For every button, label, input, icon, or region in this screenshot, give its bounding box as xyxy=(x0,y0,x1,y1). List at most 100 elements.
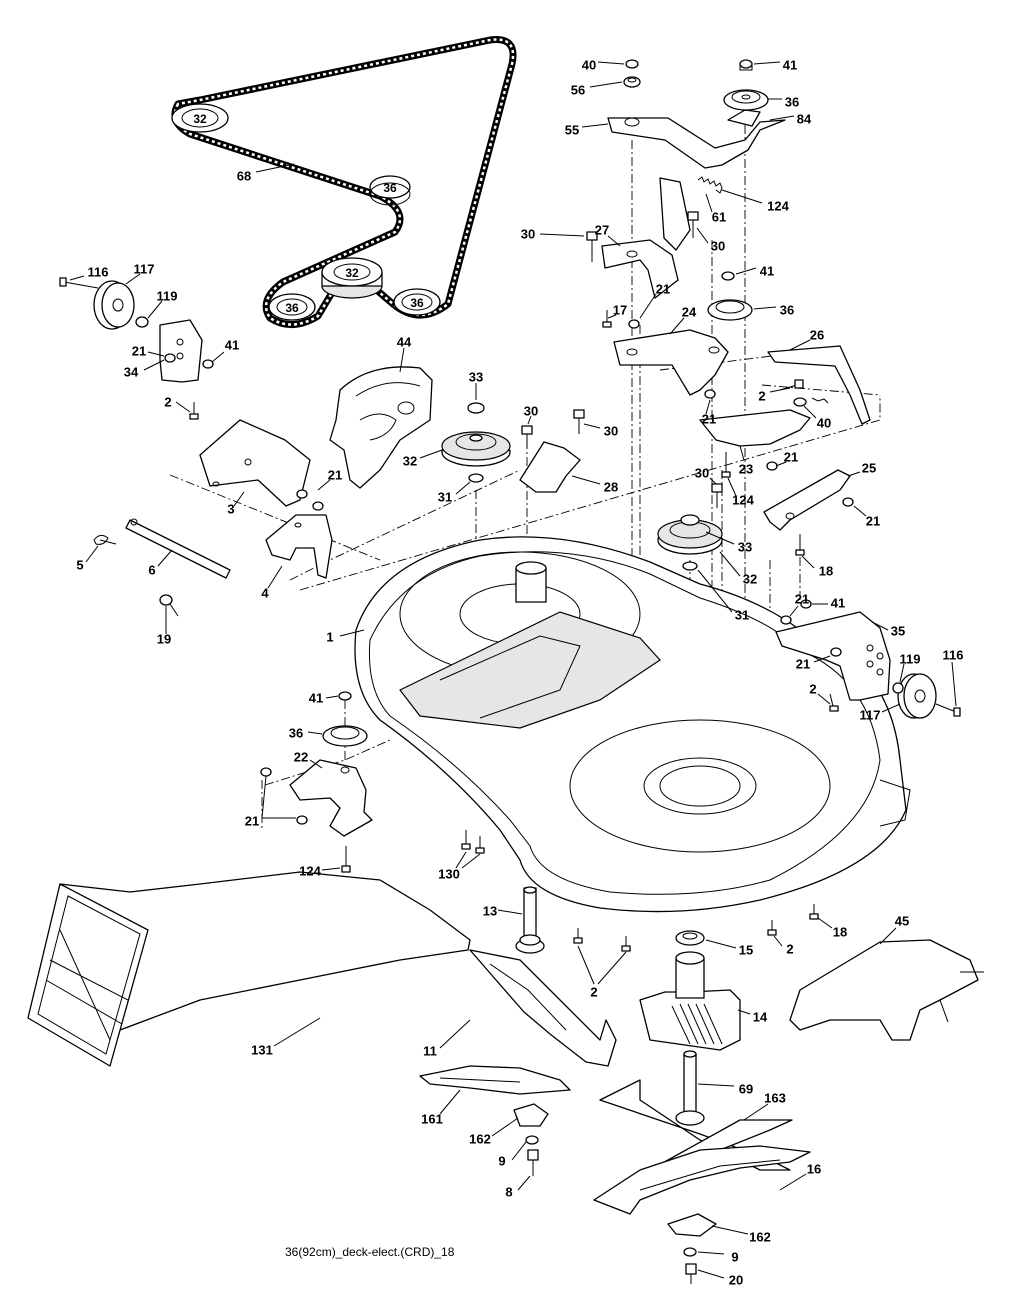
callout-leader xyxy=(321,867,341,871)
bolt-2-left xyxy=(189,402,199,420)
spring-61 xyxy=(659,176,723,251)
part-number-117b: 117 xyxy=(860,707,881,722)
nut-41-left xyxy=(202,359,214,369)
callout-leader xyxy=(697,1251,725,1255)
nut-33-left xyxy=(467,402,485,414)
part-number-20: 20 xyxy=(729,1272,743,1287)
part-number-119b: 119 xyxy=(900,651,921,666)
callout-leader xyxy=(639,293,657,319)
nuts-21-bracket4 xyxy=(296,489,324,511)
bolt-116-left xyxy=(59,277,99,289)
callout-leader xyxy=(899,663,905,683)
part-number-21g: 21 xyxy=(795,591,809,606)
pulley-label: 36 xyxy=(410,296,424,310)
callout-leader xyxy=(669,317,685,335)
pulley-33-32-right xyxy=(657,514,723,555)
nut-41-top xyxy=(739,59,753,71)
nut-40-top xyxy=(625,59,639,69)
nut-21-arm xyxy=(842,497,854,507)
part-number-84: 84 xyxy=(797,111,812,126)
callout-leader xyxy=(705,193,713,213)
part-number-41c: 41 xyxy=(225,337,239,352)
bolt-30-left-b xyxy=(573,409,585,434)
pulley-label: 36 xyxy=(285,301,299,315)
bolt-30-a xyxy=(586,231,598,262)
callout-leader xyxy=(727,477,737,497)
callout-leader xyxy=(85,545,99,563)
callout-leader xyxy=(597,61,625,65)
callout-leader xyxy=(267,565,283,589)
washer-31-right xyxy=(682,561,698,571)
arm-25 xyxy=(763,469,851,531)
part-number-27: 27 xyxy=(595,222,609,237)
part-number-41a: 41 xyxy=(783,57,797,72)
part-number-32b: 32 xyxy=(743,571,757,586)
nut-21-left xyxy=(164,353,176,363)
part-number-17: 17 xyxy=(613,302,627,317)
nut-41-mid xyxy=(721,271,735,281)
callout-leader xyxy=(697,1269,725,1279)
callout-leader xyxy=(817,917,833,929)
part-number-162b: 162 xyxy=(749,1229,771,1244)
part-number-6: 6 xyxy=(148,562,155,577)
belt-cover-44 xyxy=(329,366,433,489)
washer-31-left xyxy=(468,473,484,483)
part-number-40b: 40 xyxy=(817,415,831,430)
pulley-32-left xyxy=(441,431,511,467)
part-number-2d: 2 xyxy=(786,941,793,956)
bracket-3 xyxy=(199,419,311,507)
part-number-33b: 33 xyxy=(738,539,752,554)
part-number-1: 1 xyxy=(326,629,333,644)
callout-leader xyxy=(539,233,585,237)
part-number-21b: 21 xyxy=(132,343,146,358)
belt-pulley-mid: 36 xyxy=(369,175,411,206)
part-number-24: 24 xyxy=(682,304,697,319)
callout-leader xyxy=(696,227,709,244)
washer-9-left xyxy=(525,1135,539,1145)
bushing-56 xyxy=(623,76,641,88)
part-number-36b: 36 xyxy=(780,302,794,317)
part-number-69: 69 xyxy=(739,1081,753,1096)
belt-pulley-left: 36 xyxy=(268,293,316,321)
bolts-130 xyxy=(461,830,485,854)
part-number-21c: 21 xyxy=(702,411,716,426)
callout-leader xyxy=(697,1083,735,1087)
part-number-56: 56 xyxy=(571,82,585,97)
part-number-34: 34 xyxy=(124,364,139,379)
spindle-13 xyxy=(515,886,545,954)
bracket-24 xyxy=(613,329,729,396)
callout-leader xyxy=(527,415,532,425)
callout-leader xyxy=(455,481,471,495)
part-number-30e: 30 xyxy=(695,465,709,480)
part-number-44: 44 xyxy=(397,334,412,349)
callout-leader xyxy=(705,939,737,949)
blade-161 xyxy=(419,1065,571,1095)
part-number-21a: 21 xyxy=(656,281,670,296)
callout-leader xyxy=(581,123,609,128)
bolt-17 xyxy=(602,310,612,328)
part-number-11: 11 xyxy=(423,1043,437,1058)
part-number-116b: 116 xyxy=(943,647,964,662)
callout-leader xyxy=(753,61,781,65)
callout-leader xyxy=(461,853,481,869)
callout-leader xyxy=(597,951,627,985)
part-number-8: 8 xyxy=(505,1184,512,1199)
callout-leader xyxy=(583,423,601,429)
bolt-124-lower xyxy=(341,846,351,873)
callout-leader xyxy=(309,759,323,769)
part-number-45: 45 xyxy=(895,913,909,928)
bracket-22 xyxy=(289,759,373,837)
bracket-26 xyxy=(767,345,871,425)
callout-leader xyxy=(511,1141,527,1161)
callout-leader xyxy=(801,555,815,569)
callout-leader xyxy=(607,314,617,319)
callout-leader xyxy=(879,927,897,945)
blade-16 xyxy=(593,1145,811,1215)
bracket-34 xyxy=(159,319,203,383)
part-number-161: 161 xyxy=(421,1111,443,1126)
nut-21-plate xyxy=(766,461,778,471)
callout-leader xyxy=(735,267,757,275)
bearing-15 xyxy=(675,930,705,946)
blade-11 xyxy=(469,949,617,1067)
